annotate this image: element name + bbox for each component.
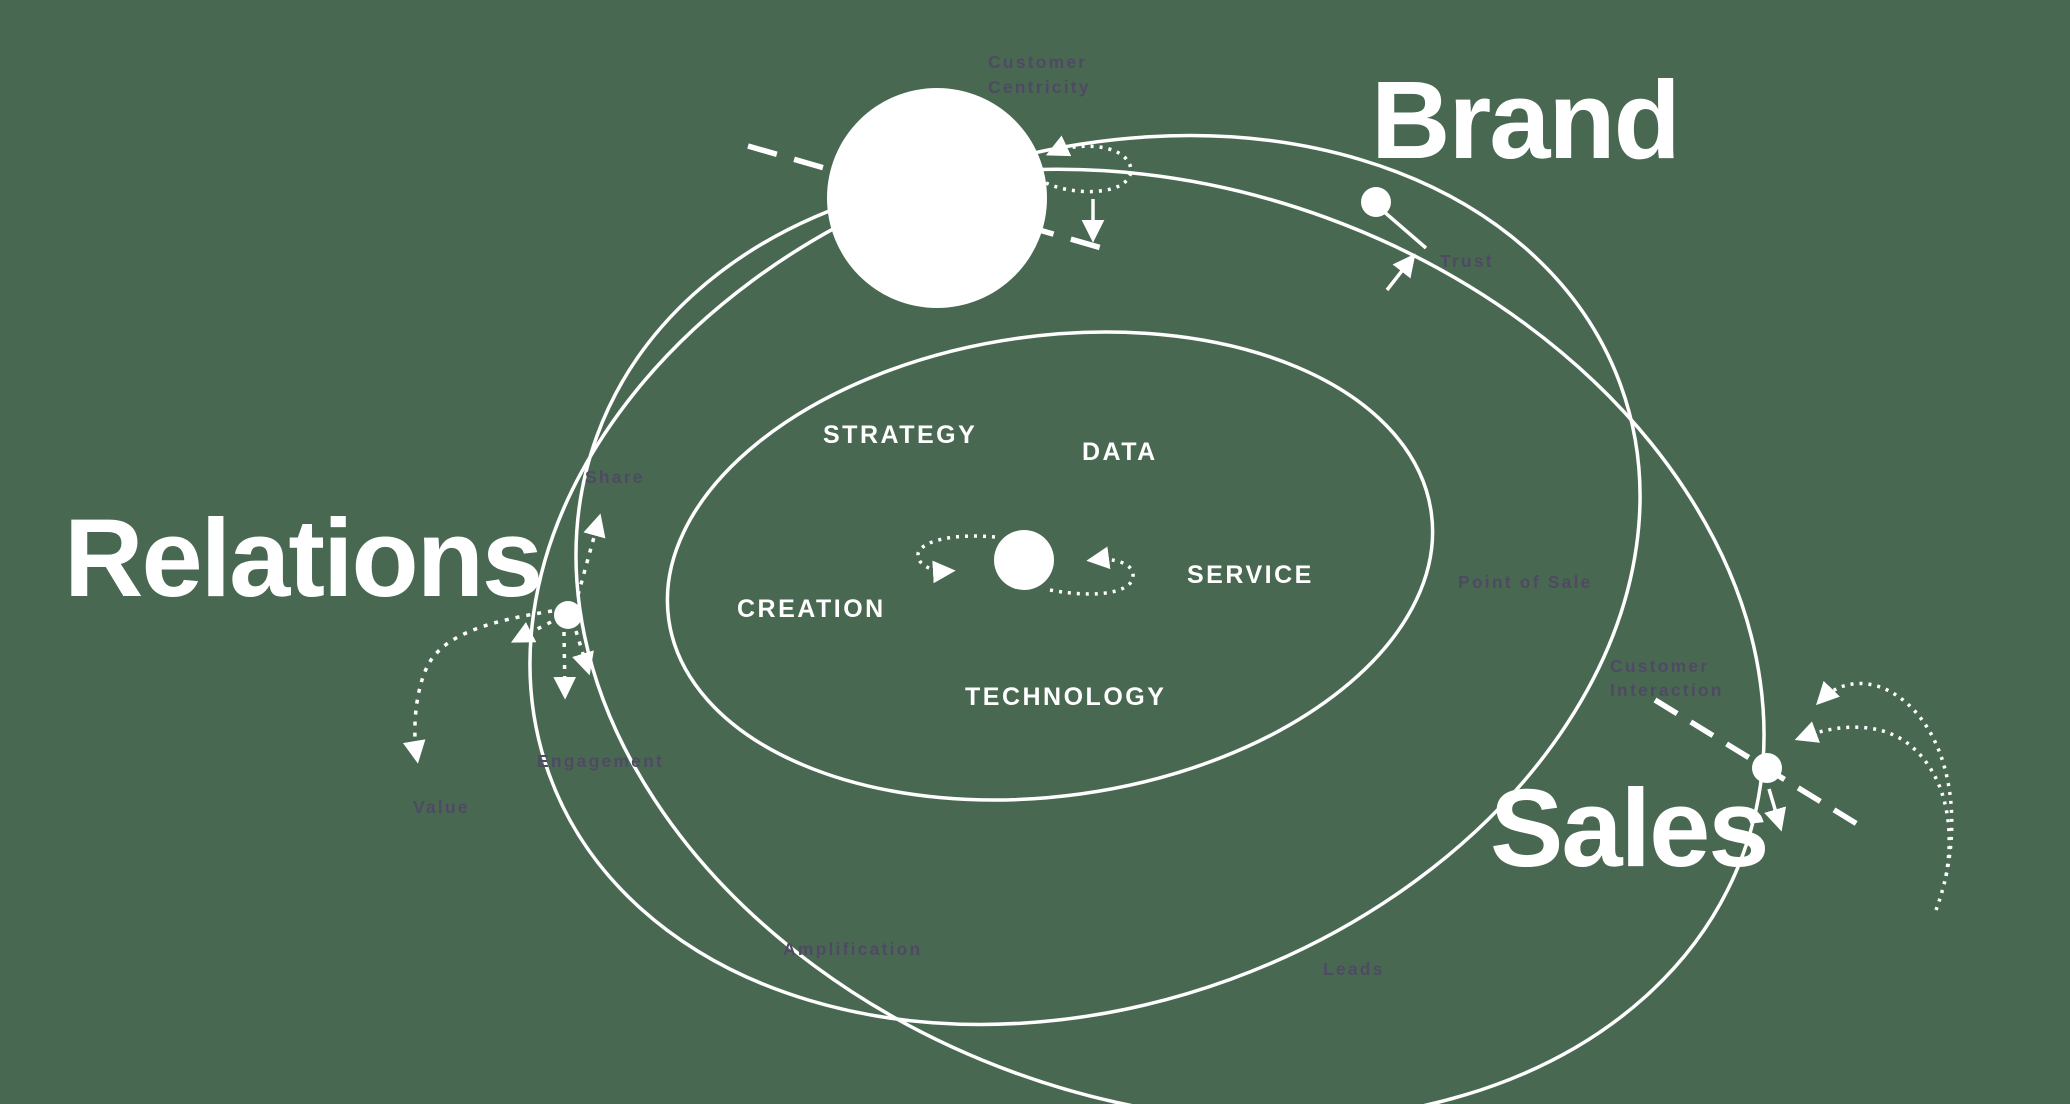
trust-arrow bbox=[1385, 253, 1416, 292]
point-of-sale-label: Point of Sale bbox=[1458, 572, 1593, 592]
relations-label: Relations bbox=[64, 497, 541, 620]
sales-node bbox=[1752, 753, 1782, 783]
customer-centricity-sphere bbox=[827, 88, 1047, 308]
trust-label: Trust bbox=[1440, 251, 1494, 271]
brand-label: Brand bbox=[1371, 59, 1679, 182]
sales-swoosh-arrow-outer bbox=[1816, 680, 1954, 911]
relations-arrow-down-right bbox=[572, 630, 594, 676]
amplification-label: Amplification bbox=[783, 939, 922, 959]
leads-label: Leads bbox=[1323, 959, 1385, 979]
sales-label: Sales bbox=[1490, 767, 1767, 890]
relations-node bbox=[554, 601, 582, 629]
inner-orbit-ellipse bbox=[665, 330, 1435, 802]
core-label-data: DATA bbox=[1082, 438, 1158, 466]
core-circle bbox=[994, 530, 1054, 590]
core-label-strategy: STRATEGY bbox=[823, 421, 977, 449]
share-label: Share bbox=[585, 467, 645, 487]
brand-trust-connector-line bbox=[1380, 208, 1428, 250]
customer-centricity-label-line2: Centricity bbox=[988, 77, 1091, 97]
core-label-creation: CREATION bbox=[737, 595, 886, 623]
sphere-rotation-loop-arrow bbox=[1045, 135, 1133, 194]
customer-interaction-label-line2: Interaction bbox=[1610, 680, 1724, 700]
customer-centricity-axis-dashed-line bbox=[747, 143, 1113, 254]
sales-down-arrow bbox=[1764, 788, 1787, 832]
customer-centricity-label-line1: Customer bbox=[988, 52, 1087, 72]
value-hook-arrow bbox=[402, 609, 553, 764]
core-orbit-arrow-right bbox=[1049, 546, 1135, 596]
core-label-service: SERVICE bbox=[1187, 561, 1314, 589]
value-label: Value bbox=[413, 797, 470, 817]
customer-interaction-label-line1: Customer bbox=[1610, 656, 1709, 676]
share-arrow bbox=[576, 513, 606, 596]
sales-swoosh-arrow-inner bbox=[1794, 721, 1951, 877]
core-orbit-arrow-left bbox=[916, 534, 996, 584]
core-label-technology: TECHNOLOGY bbox=[965, 683, 1166, 711]
engagement-label: Engagement bbox=[537, 751, 664, 771]
brand-sales-orbit-ellipse bbox=[574, 167, 1766, 1104]
